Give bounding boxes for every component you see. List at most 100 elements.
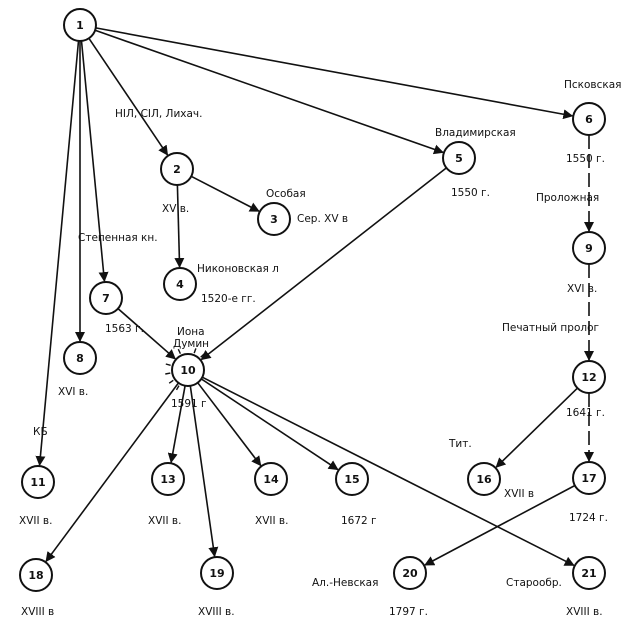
node-11-caption: XVII в.: [19, 515, 52, 527]
node-10-tick: [175, 385, 180, 391]
node-2: 2: [160, 152, 194, 186]
node-10: 10: [171, 353, 205, 387]
node-19-circle: [200, 556, 234, 590]
node-1: 1: [63, 8, 97, 42]
node-10-tick: [165, 372, 171, 375]
node-13-caption: XVII в.: [148, 515, 181, 527]
node-15-number: 15: [344, 473, 359, 486]
node-9-number: 9: [585, 242, 593, 255]
node-10-tick: [193, 348, 197, 354]
node-20-name: Ал.-Невская: [312, 577, 378, 589]
node-21: 21: [572, 556, 606, 590]
node-16-name: Тит.: [448, 438, 472, 450]
node-4-caption: 1520-е гг.: [201, 293, 256, 305]
node-10-circle: [171, 353, 205, 387]
edge-5-10: [200, 167, 447, 361]
node-8-number: 8: [76, 352, 84, 365]
node-7: 7: [89, 281, 123, 315]
node-19-number: 19: [209, 567, 224, 580]
node-10-tick: [168, 379, 174, 384]
node-2-number: 2: [173, 163, 181, 176]
node-8: 8: [63, 341, 97, 375]
node-10-number: 10: [180, 364, 196, 377]
node-16-circle: [467, 462, 501, 496]
node-12-caption: 1641 г.: [566, 407, 605, 419]
node-15-circle: [335, 462, 369, 496]
node-2-caption: XV в.: [162, 203, 189, 215]
node-10-name-line1: Иона: [177, 326, 205, 338]
edge-label-9-12: Печатный пролог: [502, 322, 599, 334]
edge-12-16: [495, 387, 579, 468]
node-20-caption: 1797 г.: [389, 606, 428, 618]
node-10-tick: [169, 354, 175, 359]
node-21-name: Старообр.: [506, 577, 562, 589]
node-9: 9: [572, 231, 606, 265]
node-8-circle: [63, 341, 97, 375]
node-17: 17: [572, 461, 606, 495]
edge-1-2: [88, 37, 169, 156]
edge-10-14: [197, 382, 262, 467]
node-21-number: 21: [581, 567, 596, 580]
node-14: 14: [254, 462, 288, 496]
edge-label-1-7: Степенная кн.: [78, 232, 158, 244]
edge-label-1-2: НIЛ, СIЛ, Лихач.: [115, 108, 202, 120]
edge-7-10: [117, 307, 176, 360]
node-5-name: Владимирская: [435, 127, 516, 139]
edge-1-6: [95, 27, 574, 120]
node-3-number: 3: [270, 213, 278, 226]
node-21-circle: [572, 556, 606, 590]
node-16-number: 16: [476, 473, 492, 486]
node-18-number: 18: [28, 569, 43, 582]
node-12-circle: [572, 360, 606, 394]
node-15-caption: 1672 г: [341, 515, 377, 527]
node-7-caption: 1563 г.: [105, 323, 144, 335]
edge-labels: НIЛ, СIЛ, Лихач. Степенная кн. КБ Пролож…: [33, 108, 599, 438]
node-7-number: 7: [102, 292, 110, 305]
node-6: 6: [572, 102, 606, 136]
node-20: 20: [393, 556, 427, 590]
node-13: 13: [151, 462, 185, 496]
edge-2-3: [190, 175, 260, 212]
node-7-circle: [89, 281, 123, 315]
node-11-circle: [21, 465, 55, 499]
node-14-caption: XVII в.: [255, 515, 288, 527]
node-3-name: Особая: [266, 188, 306, 200]
edges-layer: [35, 27, 594, 567]
node-17-circle: [572, 461, 606, 495]
node-5-circle: [442, 141, 476, 175]
edge-label-1-11: КБ: [33, 426, 48, 438]
edge-10-15: [200, 378, 339, 471]
node-18-circle: [19, 558, 53, 592]
edge-label-6-9: Проложная: [536, 192, 599, 204]
node-5: 5: [442, 141, 476, 175]
edge-10-13: [167, 385, 186, 464]
node-names: Особая Никоновская л Владимирская Псковс…: [173, 79, 622, 589]
node-18-caption: XVIII в: [21, 606, 54, 618]
node-19-caption: XVIII в.: [198, 606, 235, 618]
edge-1-5: [94, 29, 444, 155]
node-10-tick: [177, 348, 182, 354]
node-14-circle: [254, 462, 288, 496]
node-14-number: 14: [263, 473, 279, 486]
node-11-number: 11: [30, 476, 45, 489]
node-17-caption: 1724 г.: [569, 512, 608, 524]
node-18: 18: [19, 558, 53, 592]
node-9-caption: XVI в.: [567, 283, 597, 295]
node-5-number: 5: [455, 152, 463, 165]
node-15: 15: [335, 462, 369, 496]
edge-17-20: [424, 484, 576, 566]
node-12: 12: [572, 360, 606, 394]
node-3-caption: Сер. XV в: [297, 213, 348, 225]
edge-2-4: [174, 184, 185, 268]
node-1-circle: [63, 8, 97, 42]
node-6-number: 6: [585, 113, 593, 126]
node-16-caption: XVII в: [504, 488, 534, 500]
node-3: 3: [257, 202, 291, 236]
node-6-circle: [572, 102, 606, 136]
node-10-ticks: [165, 348, 205, 391]
node-20-circle: [393, 556, 427, 590]
node-10-name-line2: Думин: [173, 338, 209, 350]
node-2-circle: [160, 152, 194, 186]
